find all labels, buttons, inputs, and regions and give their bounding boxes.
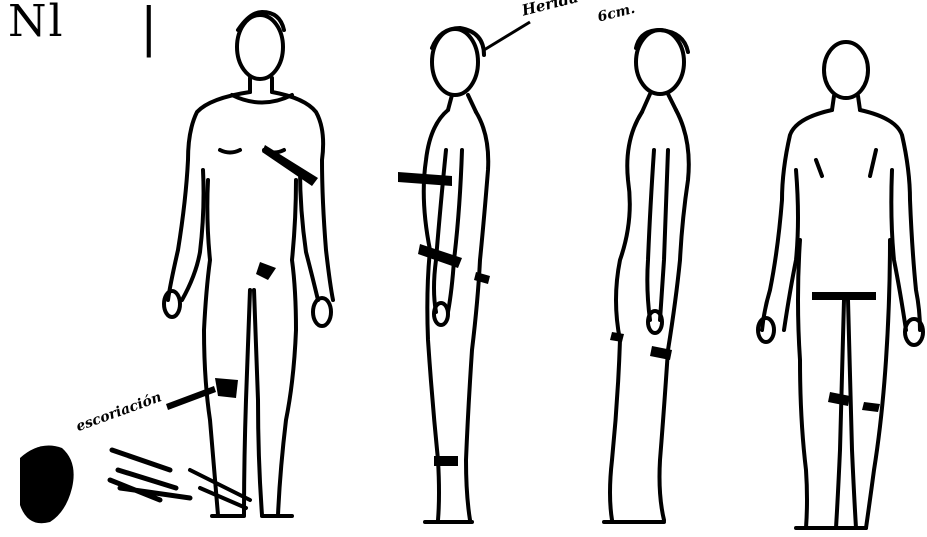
back-thigh-mark [828,392,850,406]
front-groin-mark [256,262,276,280]
back-head [824,42,868,98]
front-view-figure [164,12,333,516]
back-waist-mark [812,292,876,300]
front-knee-mark [215,378,238,398]
side-wound-pointer-line [484,22,530,50]
side-head-2 [636,30,684,94]
side-view-figure-right-facing [604,30,689,522]
ink-scribbles-lower-left [20,446,250,524]
side2-thigh-mark [610,332,624,342]
back-view-figure [758,42,923,528]
side-ankle-mark [434,456,458,466]
side-buttock-mark [474,272,490,284]
front-chest-wound-mark [262,145,318,186]
back-calf-mark [862,402,880,412]
